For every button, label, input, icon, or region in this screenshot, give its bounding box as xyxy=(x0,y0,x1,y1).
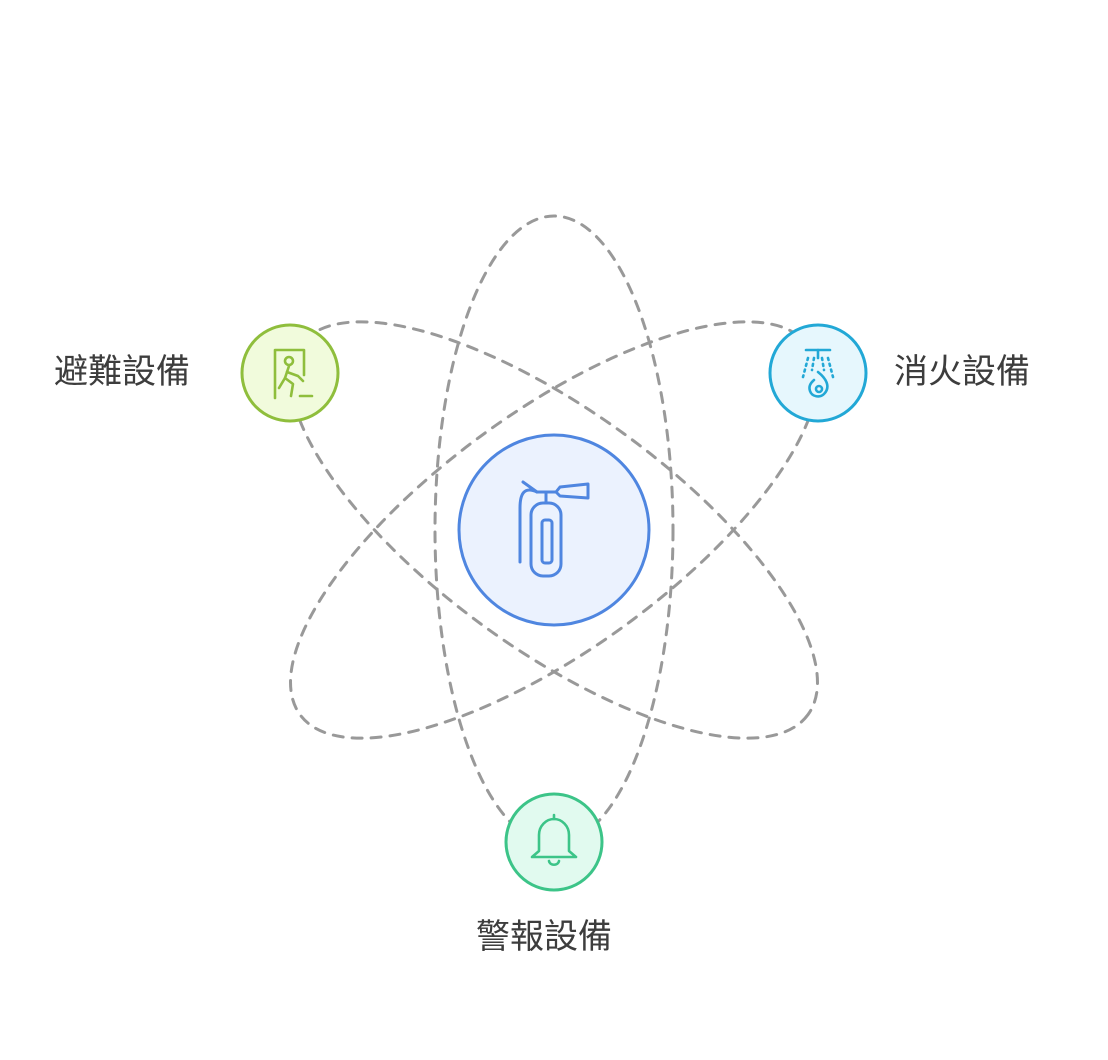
alarm-label: 警報設備 xyxy=(476,917,612,957)
sprinkler-icon xyxy=(801,348,835,398)
alarm-node xyxy=(504,792,604,892)
evacuation-node xyxy=(240,323,340,423)
emergency-exit-icon xyxy=(273,348,314,400)
extinguishing-node xyxy=(768,323,868,423)
bell-icon xyxy=(530,813,578,867)
evacuation-label: 避難設備 xyxy=(54,352,190,392)
orbit-vertical xyxy=(433,214,675,846)
orbit-diagonal-down xyxy=(289,320,819,740)
center-node xyxy=(457,433,651,627)
extinguishing-label: 消火設備 xyxy=(894,352,1030,392)
fire-extinguisher-icon xyxy=(518,480,590,578)
